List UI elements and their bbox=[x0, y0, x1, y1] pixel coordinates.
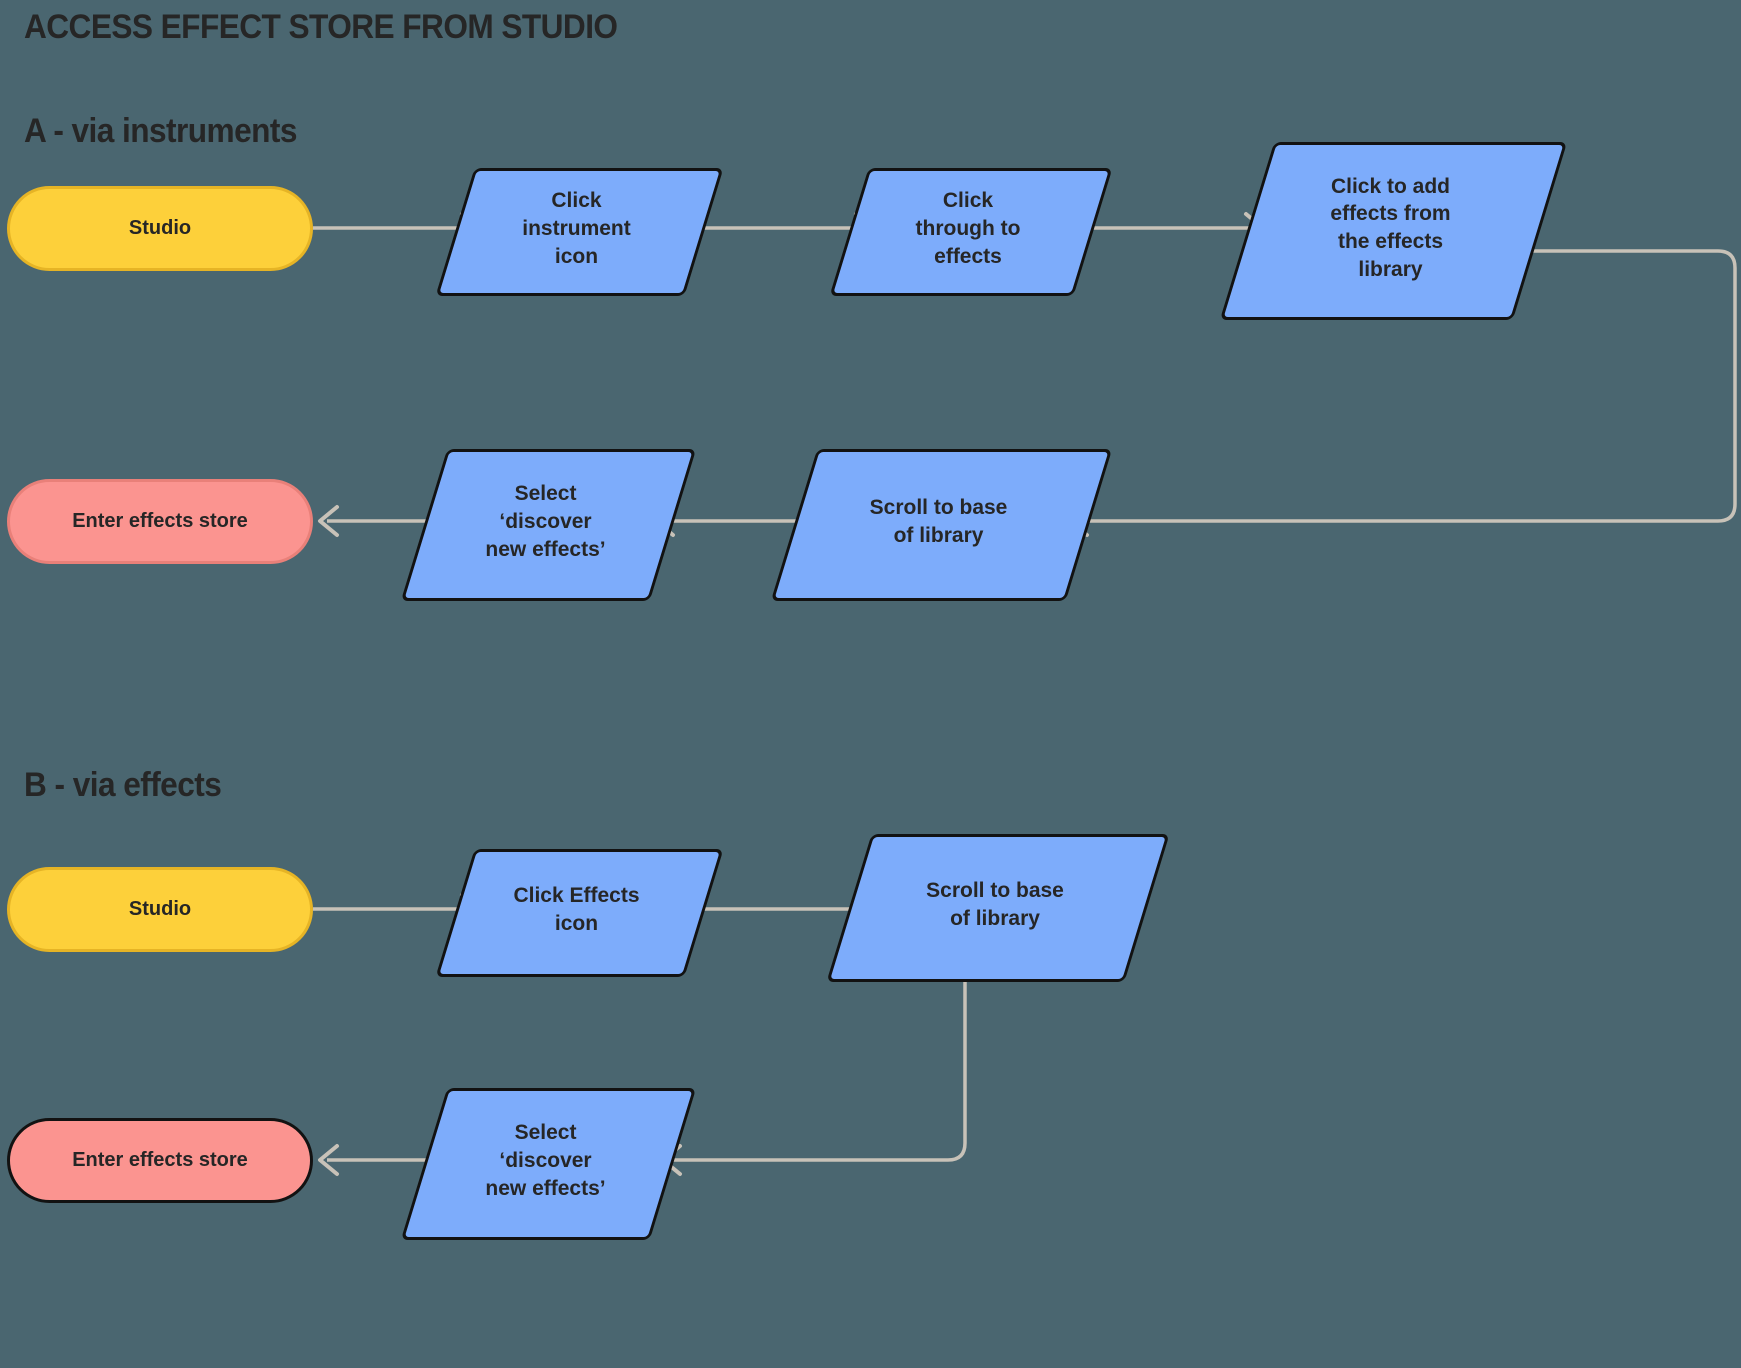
arrowhead-b-4 bbox=[318, 1144, 339, 1176]
node-a-click-to-add-effects[interactable]: Click to add effects from the effects li… bbox=[1219, 142, 1568, 320]
node-a-label-1: Click instrument icon bbox=[522, 189, 631, 268]
node-a-click-through-to-effects[interactable]: Click through to effects bbox=[829, 168, 1113, 296]
node-a-label-3: Click to add effects from the effects li… bbox=[1330, 174, 1451, 281]
node-b-enter-effects-store[interactable]: Enter effects store bbox=[7, 1118, 313, 1203]
node-b-label-2: Scroll to base of library bbox=[926, 879, 1064, 930]
node-b-label-3: Select ‘discover new effects’ bbox=[485, 1121, 606, 1200]
node-b-label-1: Click Effects icon bbox=[513, 884, 640, 935]
node-a-select-discover-new-effects[interactable]: Select ‘discover new effects’ bbox=[400, 449, 697, 601]
section-heading-a: A - via instruments bbox=[24, 112, 297, 150]
node-a-label-2: Click through to effects bbox=[915, 189, 1021, 268]
node-b-studio[interactable]: Studio bbox=[7, 867, 313, 952]
node-b-select-discover-new-effects[interactable]: Select ‘discover new effects’ bbox=[400, 1088, 697, 1240]
node-a-click-instrument-icon[interactable]: Click instrument icon bbox=[435, 168, 724, 296]
arrowhead-a-6 bbox=[318, 505, 339, 537]
node-a-label-5: Select ‘discover new effects’ bbox=[485, 482, 606, 561]
node-a-studio[interactable]: Studio bbox=[7, 186, 313, 271]
node-a-label-4: Scroll to base of library bbox=[869, 496, 1008, 547]
node-a-enter-effects-store[interactable]: Enter effects store bbox=[7, 479, 313, 564]
node-a-scroll-to-base-of-library[interactable]: Scroll to base of library bbox=[770, 449, 1113, 601]
node-b-click-effects-icon[interactable]: Click Effects icon bbox=[435, 849, 724, 977]
page-title: ACCESS EFFECT STORE FROM STUDIO bbox=[24, 8, 618, 46]
connector-b-3 bbox=[670, 976, 967, 1162]
node-b-scroll-to-base-of-library[interactable]: Scroll to base of library bbox=[826, 834, 1170, 982]
section-heading-b: B - via effects bbox=[24, 766, 222, 804]
